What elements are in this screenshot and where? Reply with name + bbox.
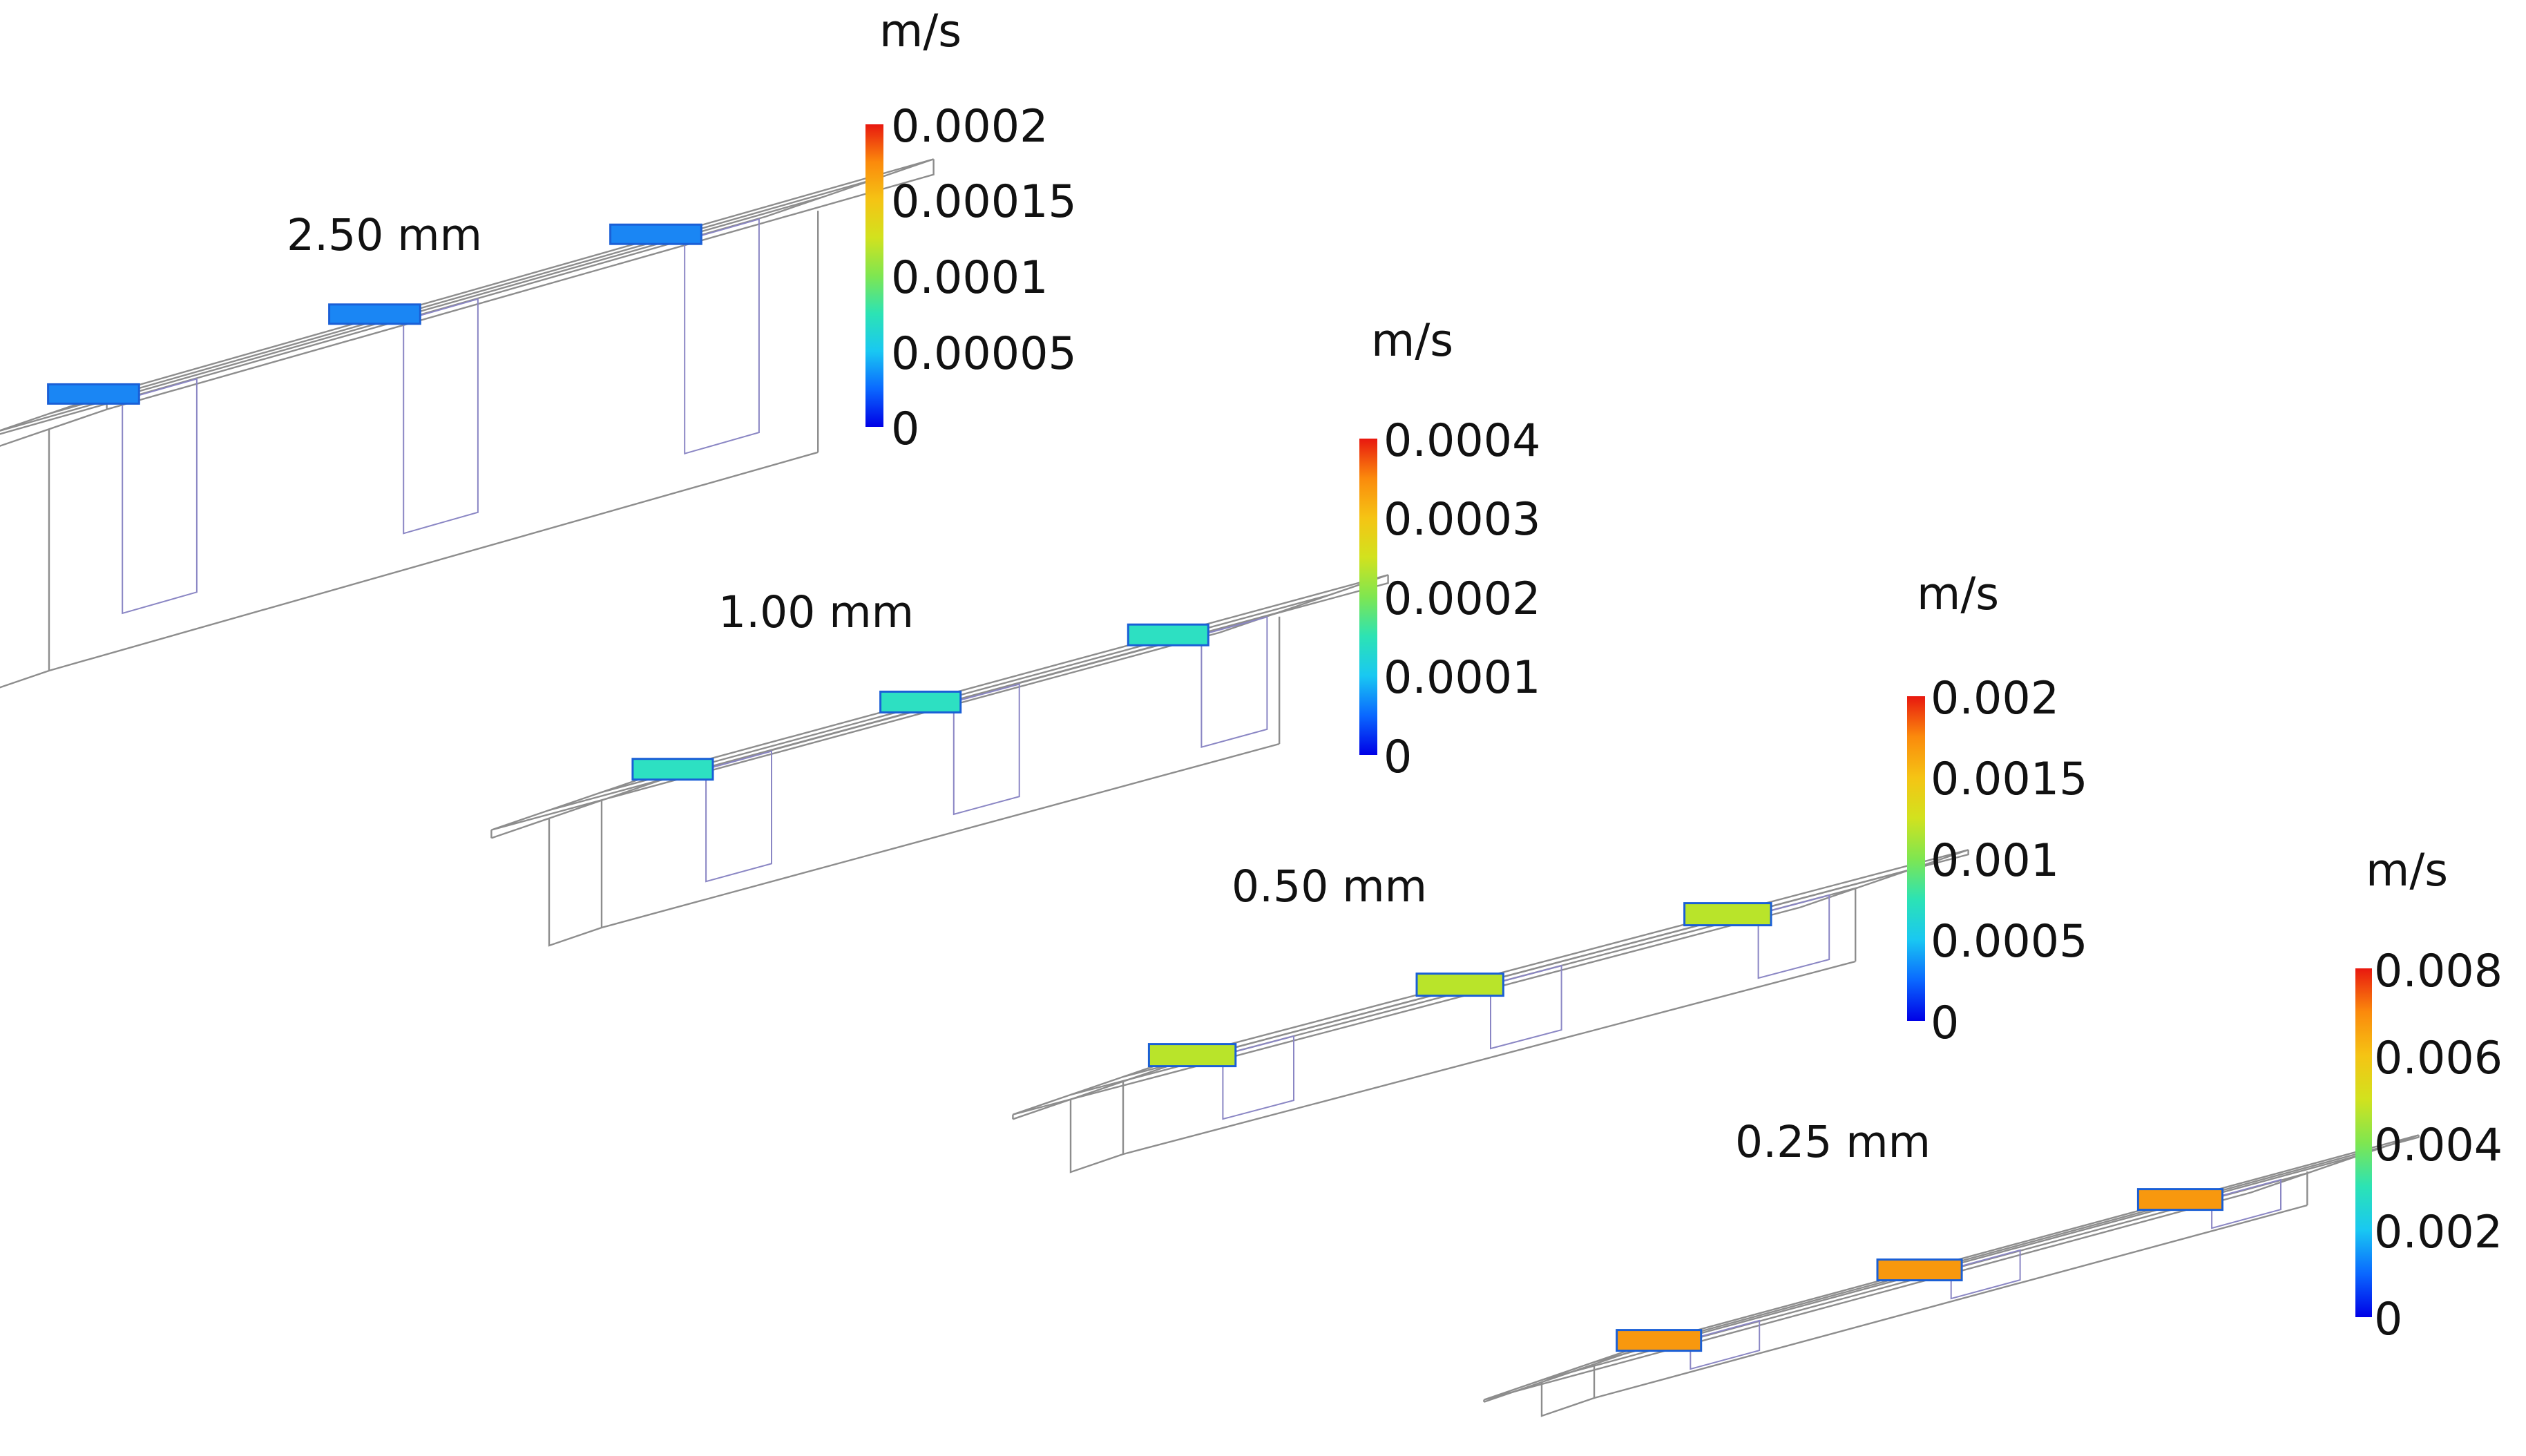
colorbar-tick: 0.0005: [1931, 916, 2087, 968]
colorbar-tick: 0.0002: [891, 101, 1048, 153]
channel-front-face: [1069, 1081, 1125, 1174]
channel-front-face: [1540, 1364, 1596, 1417]
flow-region-box: [403, 298, 479, 535]
panel-0-50mm: 0.50 mm m/s 0.002 0.0015 0.001 0.0005 0: [1012, 568, 2087, 1174]
channel-bottom-edge: [1122, 960, 1856, 1156]
flow-region-box: [2211, 1178, 2281, 1229]
flow-region-box: [1222, 1035, 1294, 1120]
panel-2-50mm: 2.50 mm m/s 0.0002 0.00015 0.0001 0.0000…: [0, 6, 1077, 689]
channel-bottom-edge: [48, 451, 819, 672]
panel-1-00mm: 1.00 mm m/s 0.0004 0.0003 0.0002 0.0001 …: [490, 315, 1540, 947]
flow-region-box: [684, 218, 760, 455]
plate-thickness-edge: [106, 159, 935, 411]
baffle-velocity-surface: [1127, 623, 1209, 646]
colorbar-tick: 0.001: [1931, 835, 2059, 887]
flow-region-box: [1200, 615, 1268, 749]
flow-region-box: [953, 683, 1020, 816]
baffle-velocity-surface: [1683, 902, 1772, 927]
colorbar-unit: m/s: [2366, 845, 2448, 897]
channel-geometry: [490, 574, 1389, 947]
plate-front-edge: [1013, 1060, 1181, 1120]
channel-edge-line: [1594, 1153, 2362, 1363]
channel-edge-line: [48, 178, 877, 415]
channel-bottom-edge: [601, 743, 1280, 929]
baffle-velocity-surface: [1876, 1258, 1963, 1282]
channel-geometry: [1483, 1134, 2420, 1417]
flow-region-box: [122, 378, 198, 615]
channel-edge-line: [1122, 868, 1911, 1078]
colorbar-tick: 0.002: [2374, 1207, 2503, 1258]
channel-bottom-edge: [1594, 1204, 2308, 1399]
baffle-velocity-surface: [609, 223, 702, 245]
colorbar-tick: 0.0001: [1384, 652, 1540, 704]
colorbar-tick: 0.00015: [891, 176, 1077, 228]
channel-front-face: [548, 800, 603, 947]
baffle-velocity-surface: [631, 758, 714, 781]
flow-region-box: [1950, 1249, 2021, 1300]
colorbar: m/s 0.002 0.0015 0.001 0.0005 0: [1907, 568, 2087, 1049]
baffle-velocity-surface: [328, 303, 421, 325]
flow-region-box: [1490, 964, 1562, 1050]
panel-0-25mm: 0.25 mm m/s 0.008 0.006 0.004 0.002 0: [1483, 845, 2503, 1417]
colorbar-gradient: [1907, 696, 1925, 1021]
gap-label: 0.25 mm: [1735, 1117, 1931, 1167]
colorbar-gradient: [865, 124, 883, 427]
colorbar-tick: 0.0015: [1931, 754, 2087, 805]
colorbar-tick: 0.0002: [1384, 573, 1540, 625]
colorbar-tick: 0: [2374, 1294, 2402, 1345]
colorbar-tick: 0.008: [2374, 946, 2503, 997]
baffle-velocity-surface: [47, 383, 140, 405]
gap-label: 0.50 mm: [1232, 861, 1427, 912]
channel-geometry: [1012, 849, 1969, 1174]
gap-label: 2.50 mm: [287, 210, 482, 260]
flow-region-box: [705, 750, 772, 883]
baffle-velocity-surface: [1616, 1329, 1703, 1352]
colorbar-tick: 0.002: [1931, 673, 2059, 725]
gap-label: 1.00 mm: [718, 587, 914, 638]
colorbar-tick: 0.0003: [1384, 494, 1540, 546]
colorbar: m/s 0.0002 0.00015 0.0001 0.00005 0: [865, 6, 1077, 455]
colorbar-tick: 0.0004: [1384, 415, 1540, 467]
colorbar: m/s 0.0004 0.0003 0.0002 0.0001 0: [1359, 315, 1540, 783]
colorbar-unit: m/s: [879, 6, 961, 57]
colorbar-tick: 0.0001: [891, 252, 1048, 304]
colorbar-tick: 0: [1384, 731, 1412, 783]
plate-front-edge: [0, 408, 107, 447]
colorbar-gradient: [2355, 968, 2372, 1317]
colorbar-gradient: [1359, 439, 1377, 755]
baffle-velocity-surface: [2136, 1188, 2223, 1211]
flow-region-box: [1757, 894, 1830, 979]
colorbar-tick: 0.00005: [891, 328, 1077, 380]
baffle-velocity-surface: [1415, 973, 1504, 997]
colorbar-unit: m/s: [1371, 315, 1453, 367]
flow-region-box: [1690, 1319, 1761, 1370]
colorbar-tick: 0: [891, 403, 919, 455]
baffle-velocity-surface: [1147, 1043, 1237, 1068]
plate-front-edge: [491, 780, 660, 839]
colorbar: m/s 0.008 0.006 0.004 0.002 0: [2355, 845, 2503, 1345]
colorbar-tick: 0: [1931, 997, 1959, 1049]
colorbar-unit: m/s: [1917, 568, 1999, 620]
channel-front-face: [0, 429, 50, 689]
colorbar-tick: 0.004: [2374, 1120, 2503, 1171]
colorbar-tick: 0.006: [2374, 1033, 2503, 1084]
channel-geometry: [0, 158, 935, 689]
baffle-velocity-surface: [879, 690, 962, 713]
